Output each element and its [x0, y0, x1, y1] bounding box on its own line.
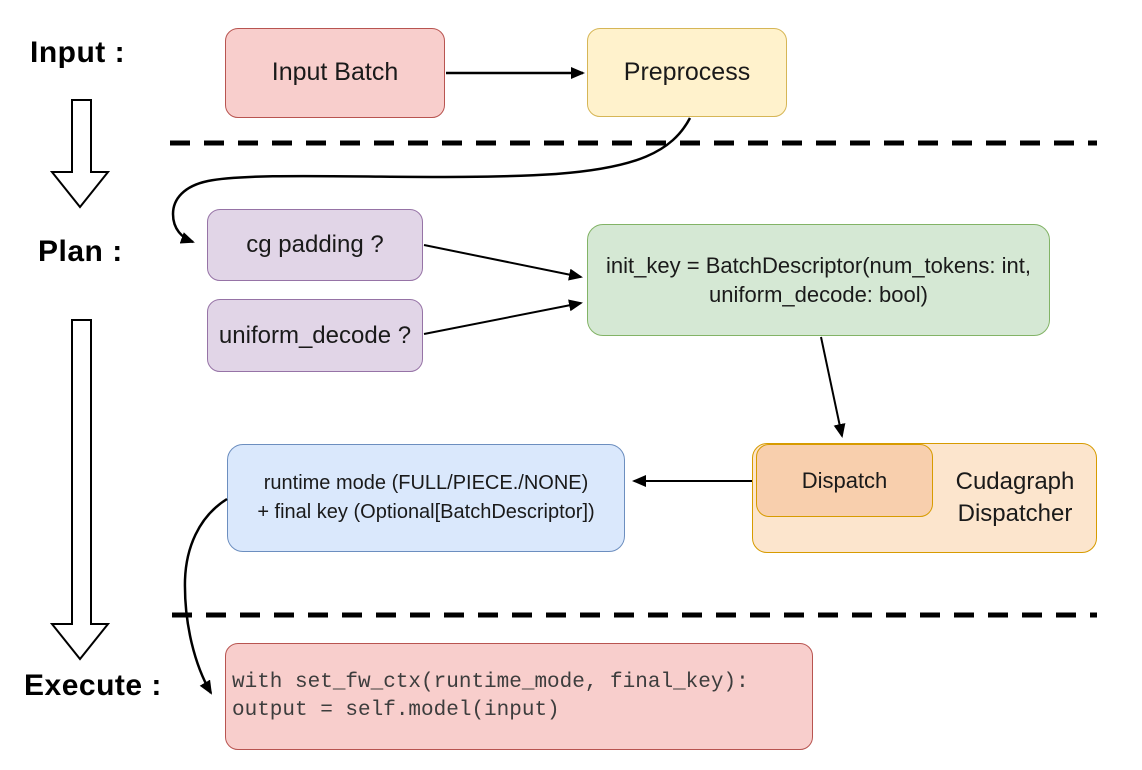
node-execute-code: with set_fw_ctx(runtime_mode, final_key)… [225, 643, 813, 750]
node-runtime-mode: runtime mode (FULL/PIECE./NONE) + final … [227, 444, 625, 552]
arrow-init-key-to-dispatch [820, 336, 846, 438]
node-uniform-decode-label: uniform_decode ? [218, 321, 412, 349]
node-cudagraph-dispatcher-label: Cudagraph Dispatcher [933, 443, 1097, 553]
stage-label-input: Input : [30, 36, 126, 69]
node-input-batch: Input Batch [225, 28, 445, 118]
node-preprocess-label: Preprocess [623, 57, 751, 86]
arrow-cg-padding-to-init-key [423, 244, 583, 281]
execute-code-line1: with set_fw_ctx(runtime_mode, final_key)… [232, 670, 749, 694]
node-runtime-mode-line1: runtime mode (FULL/PIECE./NONE) [263, 472, 589, 494]
execute-code-line2: output = self.model(input) [232, 698, 560, 722]
node-init-key-line2: uniform_decode: bool) [709, 282, 928, 307]
node-runtime-mode-line2: + final key (Optional[BatchDescriptor]) [257, 501, 595, 523]
stage-label-execute: Execute : [24, 669, 162, 702]
node-uniform-decode: uniform_decode ? [207, 299, 423, 372]
hollow-arrow-plan-to-execute [49, 319, 111, 661]
node-init-key: init_key = BatchDescriptor(num_tokens: i… [587, 224, 1050, 336]
node-cg-padding: cg padding ? [207, 209, 423, 281]
stage-label-plan: Plan : [38, 235, 123, 268]
arrow-uniform-decode-to-init-key [423, 299, 583, 335]
cudagraph-line2: Dispatcher [957, 500, 1073, 527]
hollow-arrow-input-to-plan [49, 99, 111, 209]
curve-runtime-mode-to-execute-code [183, 497, 228, 695]
node-dispatch-label: Dispatch [801, 467, 888, 493]
cudagraph-line1: Cudagraph [955, 468, 1075, 495]
node-dispatch: Dispatch [756, 444, 933, 517]
node-cg-padding-label: cg padding ? [246, 231, 384, 258]
node-input-batch-label: Input Batch [271, 58, 399, 87]
node-preprocess: Preprocess [587, 28, 787, 117]
node-init-key-line1: init_key = BatchDescriptor(num_tokens: i… [606, 253, 1031, 278]
